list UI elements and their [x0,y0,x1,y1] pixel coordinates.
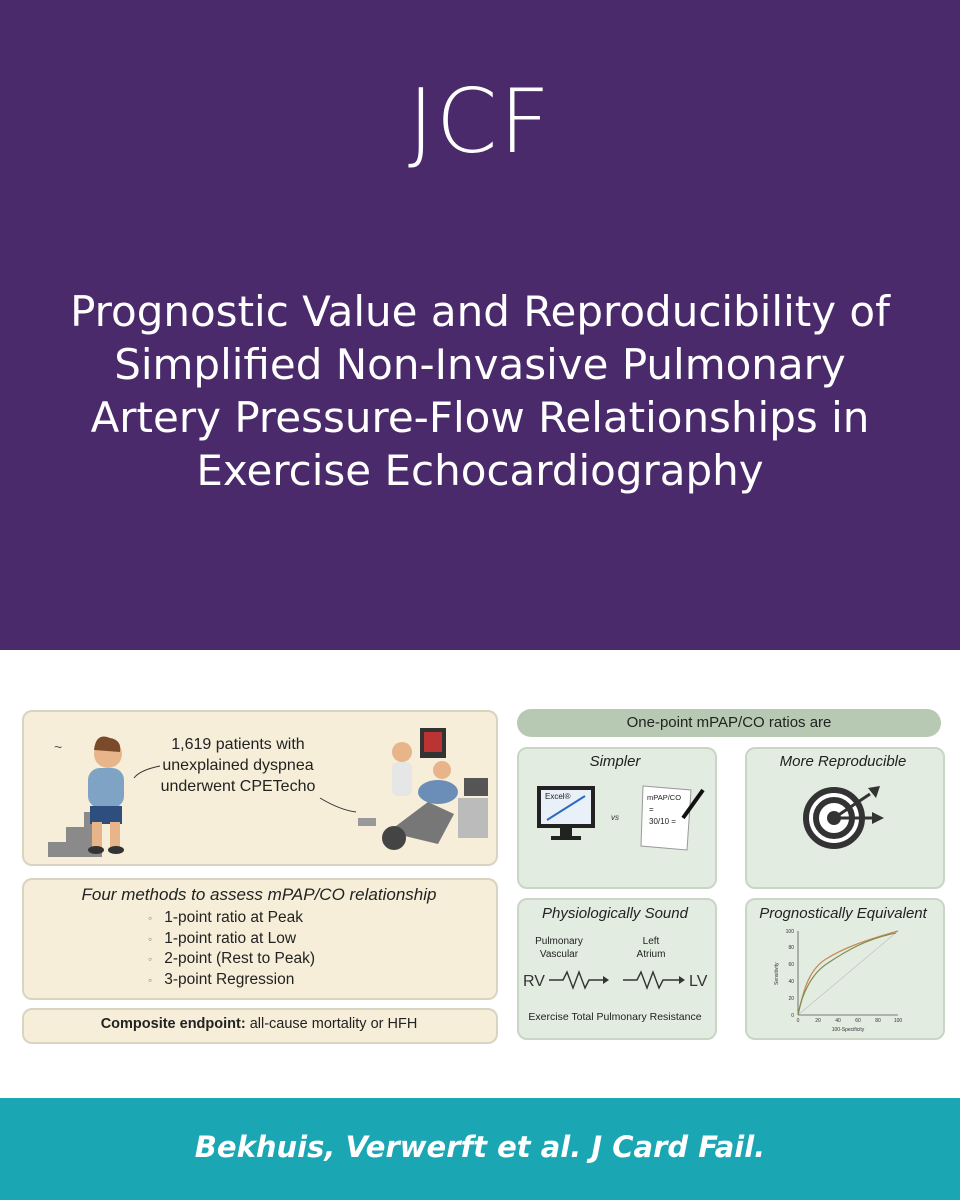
physio-caption: Exercise Total Pulmonary Resistance [528,1011,701,1023]
atrium-label: Atrium [637,949,666,960]
ratios-banner: One-point mPAP/CO ratios are [517,709,941,737]
roc-ytick: 60 [788,962,794,968]
vascular-label: Vascular [540,949,579,960]
roc-ylabel: Sensitivity [774,962,780,985]
roc-ytick: 0 [791,1013,794,1019]
list-item: 1-point ratio at Peak [148,908,315,929]
footer-banner: Bekhuis, Verwerft et al. J Card Fail. [0,1098,960,1200]
target-icon [803,786,884,849]
physio-card [517,898,717,1040]
excel-vs-paper-icon: Excel® vs mPAP/CO = 30/10 = [537,785,705,851]
list-item: 2-point (Rest to Peak) [148,949,315,970]
prognostic-card [745,898,945,1040]
patients-text: 1,619 patients with unexplained dyspnea … [160,736,316,795]
roc-xlabel: 100-Specificity [832,1027,865,1033]
endpoint-label: Composite endpoint: [100,1016,246,1032]
endpoint-value: all-cause mortality or HFH [245,1016,418,1032]
paper-line3: 30/10 = [649,817,676,826]
resistance-diagram: Pulmonary Vascular Left Atrium RV LV Exe… [523,936,708,1023]
reproducible-title: More Reproducible [779,753,907,770]
connector-arrows [133,765,357,813]
roc-curve-chart: Sensitivity 100-Specificity 0 20 40 60 8… [774,929,903,1033]
paper-line2: = [649,805,654,814]
simpler-title: Simpler [589,753,641,770]
pulmonary-label: Pulmonary [535,936,583,947]
dyspnea-person-icon: ~ [48,736,124,857]
list-item: 3-point Regression [148,970,315,991]
lv-label: LV [689,973,708,990]
roc-ytick: 20 [788,996,794,1002]
paper-line1: mPAP/CO [647,793,681,802]
article-title: Prognostic Value and Reproducibility of … [70,287,890,495]
citation-text: Bekhuis, Verwerft et al. J Card Fail. [194,1130,766,1164]
endpoint-text: Composite endpoint: all-cause mortality … [24,1016,494,1032]
roc-xtick: 0 [797,1018,800,1024]
rv-label: RV [523,973,545,990]
methods-heading: Four methods to assess mPAP/CO relations… [81,885,437,904]
methods-list: 1-point ratio at Peak 1-point ratio at L… [148,908,315,990]
svg-text:~: ~ [54,739,62,755]
roc-xtick: 60 [855,1018,861,1024]
echo-exam-icon [358,728,488,850]
roc-xtick: 100 [894,1018,903,1024]
roc-ytick: 40 [788,979,794,985]
left-label: Left [643,936,660,947]
prognostic-title: Prognostically Equivalent [759,905,927,922]
roc-xtick: 40 [835,1018,841,1024]
journal-name: JCF [407,70,552,173]
list-item: 1-point ratio at Low [148,929,315,950]
physio-title: Physiologically Sound [542,905,688,922]
vs-label: vs [611,813,619,822]
excel-label: Excel® [545,792,571,801]
roc-xtick: 80 [875,1018,881,1024]
endpoint-card [22,1008,498,1044]
header-banner: JCF Prognostic Value and Reproducibility… [0,0,960,650]
roc-ytick: 80 [788,945,794,951]
roc-xtick: 20 [815,1018,821,1024]
roc-ytick: 100 [786,929,795,935]
